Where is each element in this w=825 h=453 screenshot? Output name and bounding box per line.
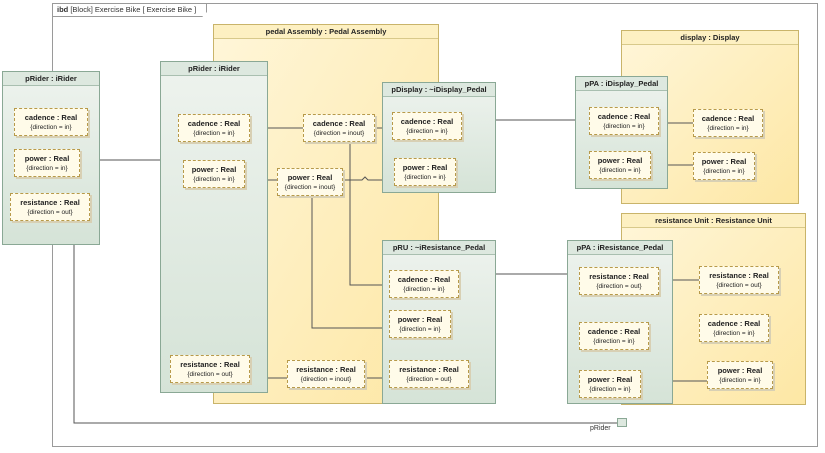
property-direction: {direction = in} [404, 174, 446, 181]
property-name: power : Real [587, 375, 633, 384]
flow-property-ppr_pow[interactable]: power : Real {direction = in} [579, 370, 641, 398]
property-direction: {direction = in} [707, 125, 749, 132]
property-name: power : Real [597, 156, 643, 165]
property-name: power : Real [191, 165, 237, 174]
property-direction: {direction = in} [30, 124, 72, 131]
flow-property-ir_cad[interactable]: cadence : Real {direction = in} [178, 114, 250, 142]
flow-property-pa_res[interactable]: resistance : Real {direction = inout} [287, 360, 365, 388]
flow-property-pru_cad[interactable]: cadence : Real {direction = in} [389, 270, 459, 298]
property-name: resistance : Real [20, 198, 80, 207]
property-direction: {direction = in} [399, 326, 441, 333]
property-name: cadence : Real [701, 114, 755, 123]
property-direction: {direction = inout} [284, 184, 336, 191]
port-title: pRU : ~iResistance_Pedal [383, 241, 495, 255]
property-direction: {direction = in} [403, 286, 445, 293]
flow-property-or_pow[interactable]: power : Real {direction = in} [14, 149, 80, 177]
property-name: power : Real [24, 154, 70, 163]
property-name: cadence : Real [707, 319, 761, 328]
property-direction: {direction = in} [599, 167, 641, 174]
property-direction: {direction = in} [406, 128, 448, 135]
property-direction: {direction = inout} [300, 376, 352, 383]
port-title: pRider : iRider [3, 72, 99, 86]
property-direction: {direction = out} [406, 376, 452, 383]
flow-property-ru_res[interactable]: resistance : Real {direction = out} [699, 266, 779, 294]
property-direction: {direction = in} [589, 386, 631, 393]
property-name: cadence : Real [597, 112, 651, 121]
part-title: resistance Unit : Resistance Unit [622, 214, 805, 228]
property-direction: {direction = out} [27, 209, 73, 216]
port-title: pPA : iResistance_Pedal [568, 241, 672, 255]
boundary-port[interactable] [617, 418, 627, 427]
flow-property-pa_pow[interactable]: power : Real {direction = inout} [277, 168, 343, 196]
property-direction: {direction = inout} [313, 130, 365, 137]
property-direction: {direction = in} [193, 130, 235, 137]
flow-property-or_res[interactable]: resistance : Real {direction = out} [10, 193, 90, 221]
property-direction: {direction = in} [603, 123, 645, 130]
property-name: resistance : Real [399, 365, 459, 374]
property-direction: {direction = in} [593, 338, 635, 345]
port-title: pRider : iRider [161, 62, 267, 76]
property-name: resistance : Real [709, 271, 769, 280]
port-title: pPA : iDisplay_Pedal [576, 77, 667, 91]
flow-property-ru_cad[interactable]: cadence : Real {direction = in} [699, 314, 769, 342]
flow-property-ppr_res[interactable]: resistance : Real {direction = out} [579, 267, 659, 295]
property-direction: {direction = in} [703, 168, 745, 175]
flow-property-ir_res[interactable]: resistance : Real {direction = out} [170, 355, 250, 383]
flow-property-pd_cad[interactable]: cadence : Real {direction = in} [392, 112, 462, 140]
property-name: cadence : Real [24, 113, 78, 122]
property-name: power : Real [701, 157, 747, 166]
flow-property-pru_pow[interactable]: power : Real {direction = in} [389, 310, 451, 338]
flow-property-ru_pow[interactable]: power : Real {direction = in} [707, 361, 773, 389]
part-title: display : Display [622, 31, 798, 45]
property-name: resistance : Real [296, 365, 356, 374]
property-direction: {direction = out} [716, 282, 762, 289]
property-name: cadence : Real [587, 327, 641, 336]
property-name: power : Real [717, 366, 763, 375]
property-name: cadence : Real [187, 119, 241, 128]
property-direction: {direction = in} [26, 165, 68, 172]
property-name: power : Real [397, 315, 443, 324]
flow-property-or_cad[interactable]: cadence : Real {direction = in} [14, 108, 88, 136]
property-name: power : Real [402, 163, 448, 172]
flow-property-ppr_cad[interactable]: cadence : Real {direction = in} [579, 322, 649, 350]
port-title: pDisplay : ~iDisplay_Pedal [383, 83, 495, 97]
property-direction: {direction = out} [187, 371, 233, 378]
property-name: cadence : Real [312, 119, 366, 128]
property-name: resistance : Real [589, 272, 649, 281]
property-direction: {direction = in} [719, 377, 761, 384]
part-title: pedal Assembly : Pedal Assembly [214, 25, 438, 39]
flow-property-ir_pow[interactable]: power : Real {direction = in} [183, 160, 245, 188]
flow-property-pa_cad[interactable]: cadence : Real {direction = inout} [303, 114, 375, 142]
frame-kind: ibd [57, 5, 69, 14]
property-name: resistance : Real [180, 360, 240, 369]
flow-property-ppd_pow[interactable]: power : Real {direction = in} [589, 151, 651, 179]
property-name: cadence : Real [400, 117, 454, 126]
property-name: cadence : Real [397, 275, 451, 284]
flow-property-pru_res[interactable]: resistance : Real {direction = out} [389, 360, 469, 388]
frame-header: ibd [Block] Exercise Bike [ Exercise Bik… [53, 4, 207, 17]
port-innerRider[interactable]: pRider : iRider [160, 61, 268, 393]
flow-property-ppd_cad[interactable]: cadence : Real {direction = in} [589, 107, 659, 135]
flow-property-d_cad[interactable]: cadence : Real {direction = in} [693, 109, 763, 137]
property-direction: {direction = in} [193, 176, 235, 183]
frame-label: [Block] Exercise Bike [ Exercise Bike ] [70, 5, 197, 14]
property-direction: {direction = in} [713, 330, 755, 337]
flow-property-pd_pow[interactable]: power : Real {direction = in} [394, 158, 456, 186]
property-direction: {direction = out} [596, 283, 642, 290]
flow-property-d_pow[interactable]: power : Real {direction = in} [693, 152, 755, 180]
property-name: power : Real [287, 173, 333, 182]
boundary-port-label: pRider [590, 425, 611, 432]
